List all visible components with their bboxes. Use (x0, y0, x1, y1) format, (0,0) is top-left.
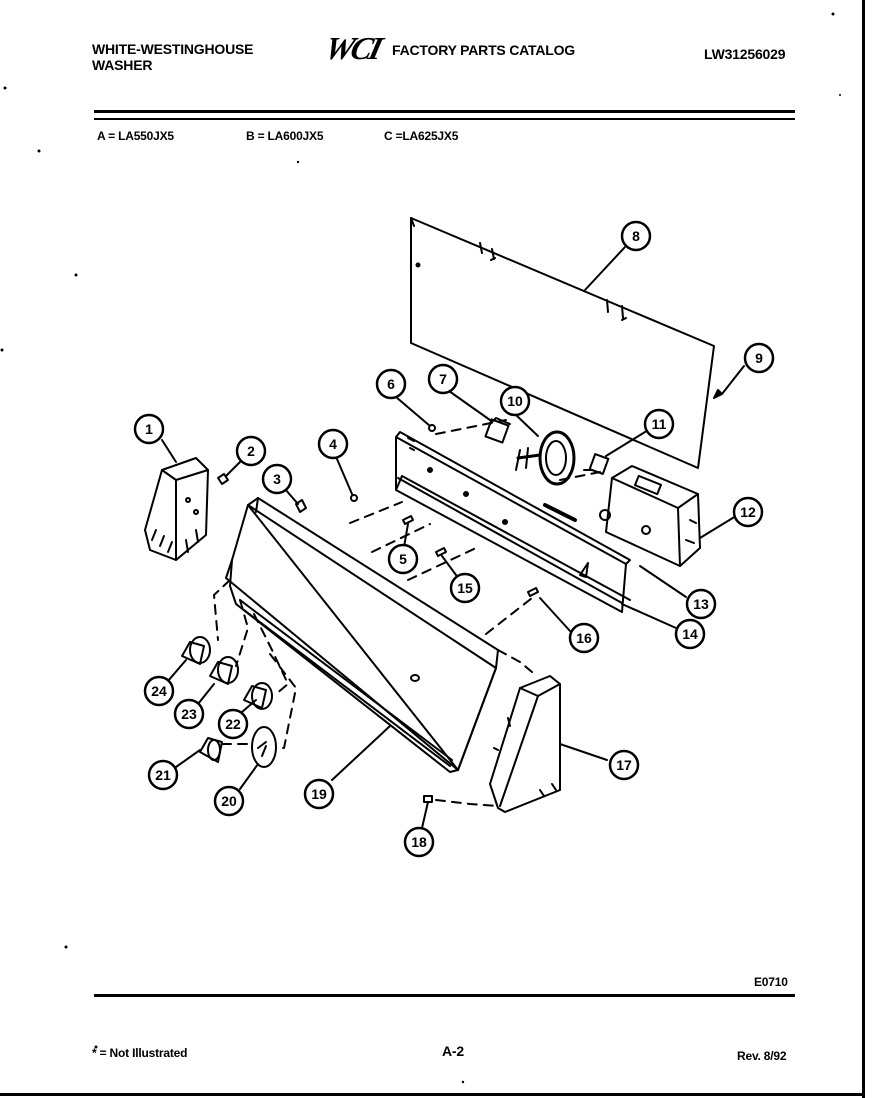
part-21-knob (199, 737, 223, 763)
page-frame-right (862, 0, 865, 1098)
callout-5-label: 5 (399, 551, 407, 567)
callout-19-circle (303, 778, 335, 810)
callout-20-circle (213, 785, 245, 817)
callout-7-circle (427, 363, 459, 395)
callout-6-label: 6 (387, 376, 395, 392)
callout-4-circle (317, 428, 349, 460)
part-1-bracket (144, 457, 209, 561)
part-5-clip (402, 515, 414, 525)
callout-8-label: 8 (632, 228, 640, 244)
callout-9-label: 9 (755, 350, 763, 366)
part-7-switch (484, 417, 511, 444)
model-a: A = LA550JX5 (97, 129, 174, 143)
footer-rule (94, 994, 795, 997)
callout-22-label: 22 (225, 716, 241, 732)
callout-24-circle (143, 675, 175, 707)
callout-13-circle (685, 588, 717, 620)
part-20-dial-knob (251, 726, 277, 768)
part-16-screw (527, 587, 539, 597)
revision: Rev. 8/92 (737, 1049, 787, 1063)
callout-20-label: 20 (221, 793, 237, 809)
part-9-arrow (713, 389, 723, 399)
callout-4-label: 4 (329, 436, 337, 452)
part-11-switch (583, 453, 610, 475)
callout-6-circle (375, 368, 407, 400)
callout-23-label: 23 (181, 706, 197, 722)
part-2-clip (217, 473, 229, 485)
part-8-back-panel (410, 217, 715, 469)
part-19-console-panel (225, 497, 499, 773)
callout-3-circle (261, 463, 293, 495)
part-23-knob (209, 656, 239, 685)
catalog-title: FACTORY PARTS CATALOG (392, 42, 575, 58)
callout-15-label: 15 (457, 580, 473, 596)
callout-7-label: 7 (439, 371, 447, 387)
header-rule-bottom (94, 118, 795, 120)
part-6-screw (428, 424, 436, 432)
callout-21-circle (147, 759, 179, 791)
diagram-code: E0710 (754, 975, 788, 989)
callout-19-label: 19 (311, 786, 327, 802)
part-13-control-channel (395, 431, 631, 613)
callout-11-circle (643, 408, 675, 440)
page-frame-bottom (0, 1093, 865, 1096)
part-12-module (599, 465, 701, 567)
catalog-number: LW31256029 (704, 46, 786, 62)
callout-9-circle (743, 342, 775, 374)
part-3-clip (295, 499, 307, 513)
callout-10-circle (499, 385, 531, 417)
callout-16-label: 16 (576, 630, 592, 646)
callout-1-label: 1 (145, 421, 153, 437)
callout-18-label: 18 (411, 834, 427, 850)
header-rule-top (94, 110, 795, 113)
brand-line-1: WHITE-WESTINGHOUSE (92, 41, 254, 57)
callout-13-label: 13 (693, 596, 709, 612)
callout-24-label: 24 (151, 683, 167, 699)
callout-21-label: 21 (155, 767, 171, 783)
part-24-knob (181, 636, 211, 665)
callout-15-circle (449, 572, 481, 604)
callout-10-label: 10 (507, 393, 523, 409)
part-4-screw (350, 494, 358, 502)
callout-2-circle (235, 435, 267, 467)
callout-17-label: 17 (616, 757, 632, 773)
part-17-end-cap (489, 675, 561, 813)
brand-line-2: WASHER (92, 57, 153, 73)
part-10-timer (515, 430, 576, 486)
callout-2-label: 2 (247, 443, 255, 459)
callout-16-circle (568, 622, 600, 654)
callout-22-circle (217, 708, 249, 740)
model-c: C =LA625JX5 (384, 129, 459, 143)
callout-23-circle (173, 698, 205, 730)
callout-5-circle (387, 543, 419, 575)
callout-18-circle (403, 826, 435, 858)
callout-3-label: 3 (273, 471, 281, 487)
page-number: A-2 (442, 1043, 464, 1059)
callout-14-circle (674, 618, 706, 650)
callout-12-label: 12 (740, 504, 756, 520)
callout-8-circle (620, 220, 652, 252)
callout-14-label: 14 (682, 626, 698, 642)
callout-17-circle (608, 749, 640, 781)
callout-11-label: 11 (652, 416, 667, 432)
part-15-screw (435, 547, 447, 557)
callout-12-circle (732, 496, 764, 528)
part-22-knob (243, 682, 273, 710)
not-illustrated-note: * = Not Illustrated (92, 1046, 188, 1060)
model-b: B = LA600JX5 (246, 129, 324, 143)
callout-1-circle (133, 413, 165, 445)
part-18-screw (423, 795, 433, 803)
